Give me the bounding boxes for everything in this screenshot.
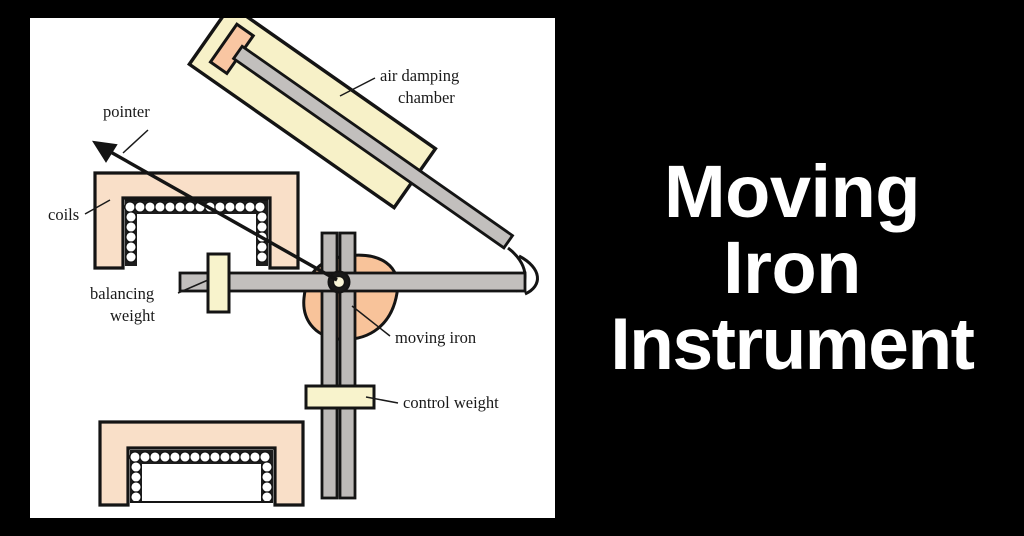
title-line-3: Instrument [610, 303, 975, 385]
label-air-damping-chamber-line1: air damping [380, 66, 459, 85]
label-coils: coils [48, 205, 79, 224]
bottom-coil-windings [129, 451, 273, 503]
leader-coils [84, 199, 111, 215]
leader-lines [84, 77, 399, 404]
title-line-2: Iron [723, 226, 861, 310]
spindle [320, 231, 357, 500]
spindle-bar-left [320, 231, 339, 500]
top-coil-body [93, 171, 300, 270]
title-block: Moving Iron Instrument [560, 0, 1024, 536]
label-balancing-weight-line2: weight [110, 306, 155, 325]
spindle-bar-right [338, 231, 357, 500]
moving-iron-instrument-diagram: pointer air damping chamber coils balanc… [48, 18, 539, 507]
pivot [327, 270, 351, 294]
control-weight-block [304, 384, 376, 410]
bottom-coil-winding-channel [130, 450, 273, 503]
pointer-bar [178, 271, 527, 293]
bottom-coil [98, 420, 305, 507]
label-pointer: pointer [103, 102, 150, 121]
pointer-arrow [92, 140, 338, 282]
title-line-1: Moving [664, 150, 920, 234]
piston-rod-curve-outer [518, 254, 539, 296]
label-balancing-weight-line1: balancing [90, 284, 154, 303]
balancing-weight [206, 252, 231, 314]
piston-rod-shaft [231, 44, 515, 250]
leader-pointer [122, 129, 149, 154]
top-coil [93, 171, 300, 270]
control-weight [304, 384, 376, 410]
bottom-coil-body [98, 420, 305, 507]
leader-balancing-weight [177, 279, 209, 294]
label-control-weight: control weight [403, 393, 499, 412]
pointer-arrow-head [92, 140, 118, 163]
leader-control-weight [365, 396, 399, 404]
balancing-weight-block [206, 252, 231, 314]
leader-air-damping-chamber [339, 77, 376, 97]
label-moving-iron: moving iron [395, 328, 476, 347]
pointer-bar-shaft [178, 271, 527, 293]
leader-moving-iron [351, 305, 391, 337]
label-air-damping-chamber-line2: chamber [398, 88, 455, 107]
pointer-arrow-line [99, 144, 338, 282]
diagram-panel: pointer air damping chamber coils balanc… [30, 18, 555, 518]
